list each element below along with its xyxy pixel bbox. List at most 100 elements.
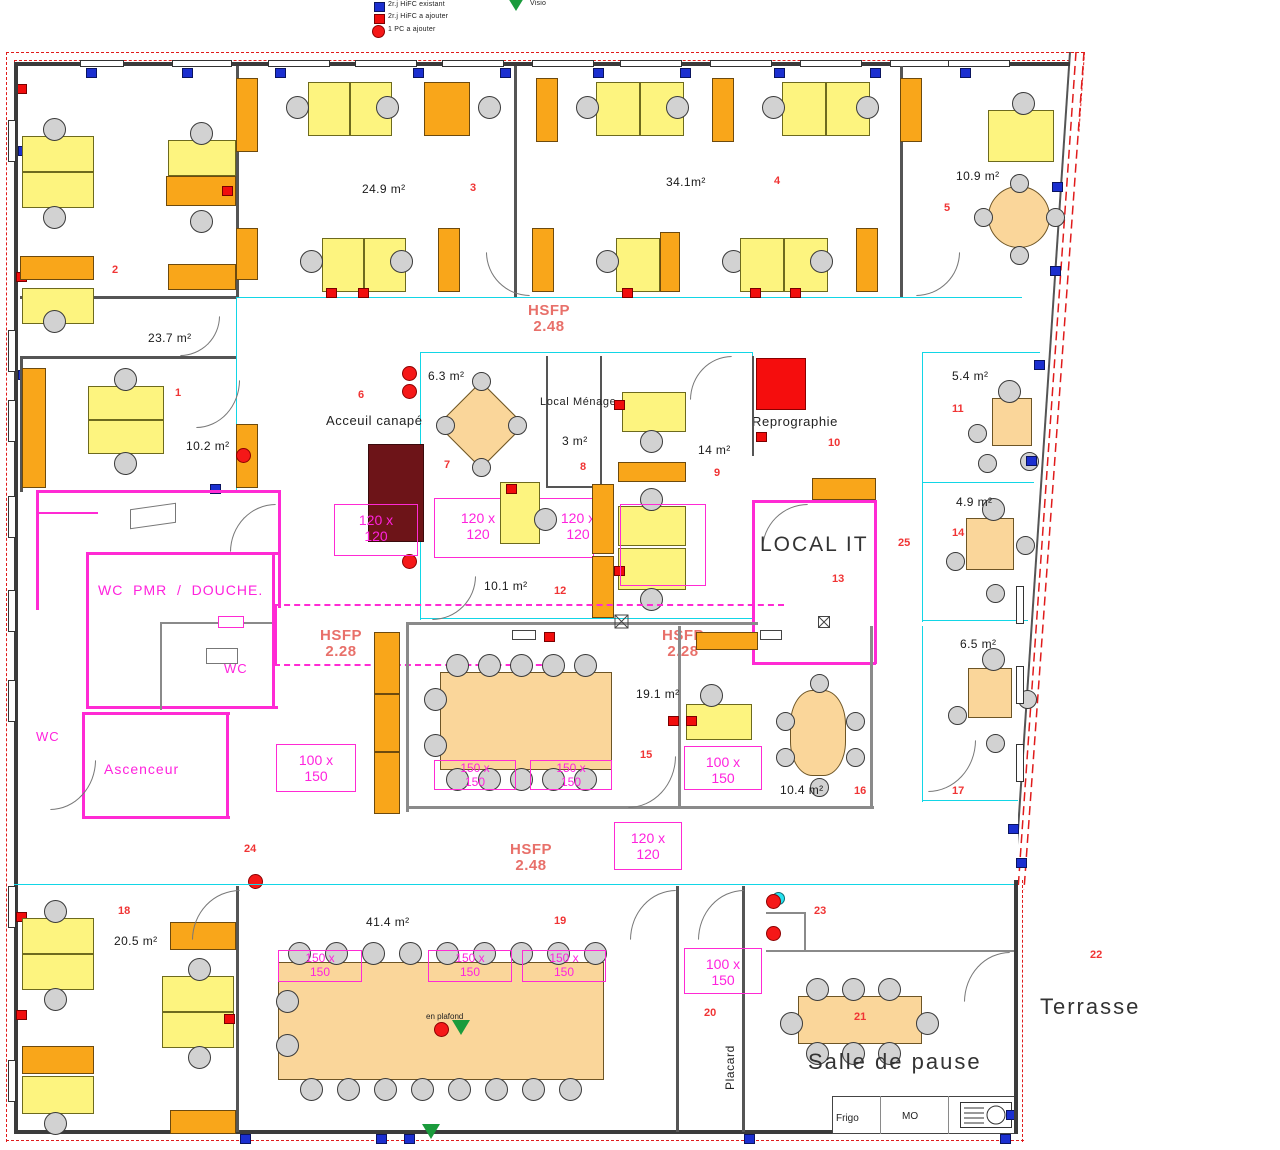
area-label-19: 41.4 m² <box>366 915 410 929</box>
door-swing <box>964 952 1010 1002</box>
cyan-partition <box>922 482 923 622</box>
area-label-14: 4.9 m² <box>956 495 993 509</box>
chair <box>700 684 723 707</box>
magenta-dashed-line <box>274 664 562 666</box>
cabinet <box>856 228 878 292</box>
right-facade-wall <box>1014 880 1018 1134</box>
room-number-22: 22 <box>1090 949 1103 961</box>
window-mullion <box>355 60 417 67</box>
partition-wall <box>20 356 236 359</box>
boundary-bottom <box>6 1140 1024 1141</box>
dim-10-line1: 150 x <box>305 951 335 965</box>
dimension-box <box>522 950 606 982</box>
chair <box>325 942 348 965</box>
hsfp-ml-line1: HSFP <box>320 627 363 644</box>
window-mullion <box>532 60 594 67</box>
label-wc-pmr: WC PMR / DOUCHE. <box>98 582 264 598</box>
room-number-13: 13 <box>832 573 845 585</box>
magenta-wall <box>38 512 98 514</box>
legend-red-square-icon <box>374 14 385 24</box>
desk <box>596 82 640 136</box>
dim-5-line1: 100 x <box>298 752 334 768</box>
legend-item-2-label: 1 PC a ajouter <box>388 26 436 33</box>
room-number-24: 24 <box>244 843 257 855</box>
partition-wall <box>236 886 239 1132</box>
area-label-9: 14 m² <box>698 443 731 457</box>
chair <box>374 1078 397 1101</box>
area-label-15: 19.1 m² <box>636 687 680 701</box>
outlet-blue-existing <box>500 68 511 78</box>
outlet-blue-existing <box>1026 456 1037 466</box>
magenta-wall <box>874 500 877 664</box>
dimension-box <box>684 746 762 790</box>
chair <box>44 988 67 1011</box>
chair <box>478 96 501 119</box>
chair <box>522 1078 545 1101</box>
chair <box>762 96 785 119</box>
magenta-wall <box>272 552 275 708</box>
window-left <box>8 120 16 162</box>
chair <box>780 1012 803 1035</box>
partition-wall <box>766 912 806 914</box>
desk <box>88 386 164 420</box>
chair <box>510 654 533 677</box>
window-mullion <box>948 60 1010 67</box>
window-mullion <box>80 60 124 67</box>
power-point-new <box>434 1022 449 1037</box>
outlet-blue-existing <box>744 1134 755 1144</box>
chair <box>982 648 1005 671</box>
room-number-19: 19 <box>554 915 567 927</box>
desk <box>992 398 1032 446</box>
dim-1-line2: 120 <box>364 528 388 545</box>
power-point-new <box>236 448 251 463</box>
wc-fixture <box>206 648 238 664</box>
outlet-red-new <box>16 1010 27 1020</box>
chair <box>190 122 213 145</box>
chair <box>978 454 997 473</box>
window-mullion <box>800 60 862 67</box>
floor-box <box>818 616 830 628</box>
outlet-blue-existing <box>275 68 286 78</box>
label-ascenceur: Ascenceur <box>104 761 180 777</box>
left-facade-wall <box>14 62 18 1134</box>
chair <box>640 488 663 511</box>
chair <box>411 1078 434 1101</box>
chair <box>986 734 1005 753</box>
door-swing <box>690 356 732 400</box>
outlet-red-new <box>750 288 761 298</box>
chair <box>188 958 211 981</box>
desk <box>308 82 350 136</box>
outlet-blue-existing <box>870 68 881 78</box>
chair <box>806 978 829 1001</box>
chair <box>982 498 1005 521</box>
power-point-new <box>248 874 263 889</box>
room-number-5: 5 <box>944 202 951 214</box>
area-label-8: 3 m² <box>562 434 588 448</box>
area-label-5: 10.9 m² <box>956 169 1000 183</box>
door-swing <box>628 756 676 808</box>
desk <box>22 172 94 208</box>
cyan-partition <box>922 352 1040 353</box>
room-number-21: 21 <box>854 1011 867 1023</box>
area-label-10-2: 10.2 m² <box>186 439 230 453</box>
chair <box>446 654 469 677</box>
dim-8-line1: 150 x <box>460 761 490 775</box>
dim-7-line2: 150 <box>711 972 735 989</box>
chair <box>810 674 829 693</box>
legend-red-circle-icon <box>372 25 385 38</box>
cyan-partition <box>922 620 1028 621</box>
outlet-red-new <box>326 288 337 298</box>
chair <box>424 688 447 711</box>
chair <box>190 210 213 233</box>
label-local-menage: Local Ménage <box>540 396 617 408</box>
label-frigo: Frigo <box>836 1113 859 1124</box>
label-salle-de-pause: Salle de pause <box>808 1049 982 1074</box>
desk <box>162 976 234 1012</box>
chair <box>276 1034 299 1057</box>
chair <box>946 552 965 571</box>
legend-blue-square-icon <box>374 2 385 12</box>
chair <box>542 654 565 677</box>
